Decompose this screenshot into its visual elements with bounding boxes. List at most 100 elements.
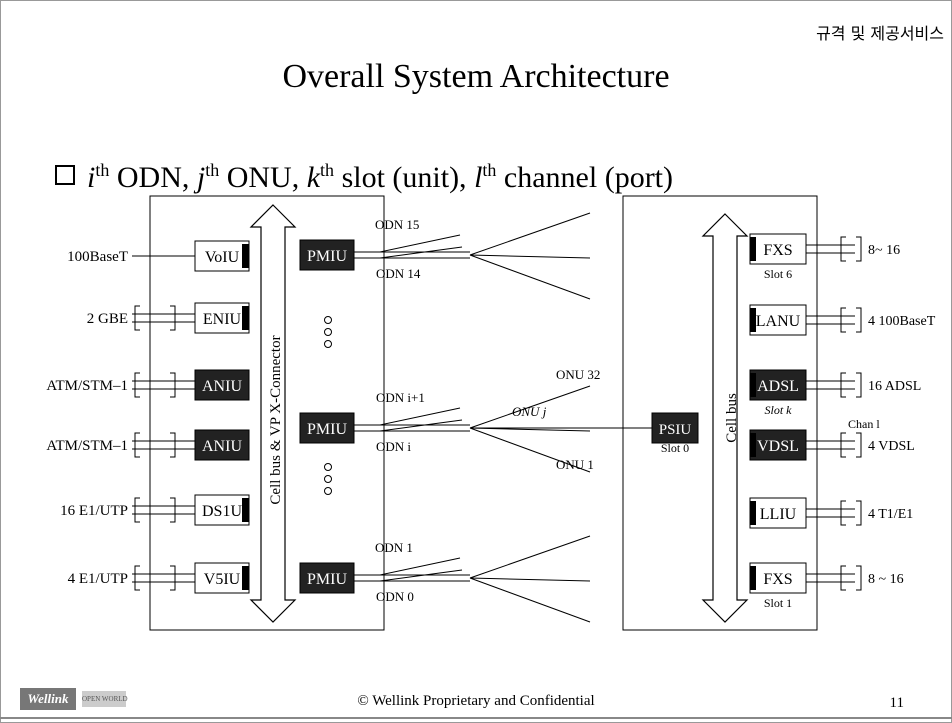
onu-unit-5-accent: [750, 566, 756, 590]
olt-unit-5-label: V5IU: [204, 571, 241, 588]
bullet-box-icon: [55, 165, 75, 185]
olt-unit-5-ext-label: 4 E1/UTP: [68, 571, 128, 587]
onu-unit-0-bracket-l: [840, 236, 846, 262]
olt-bus-label: Cell bus & VP X-Connector: [268, 335, 284, 504]
olt-dots-1-0: [324, 463, 332, 471]
olt-unit-2-label: ANIU: [202, 378, 242, 395]
footer-copyright: © Wellink Proprietary and Confidential: [357, 693, 595, 709]
pmiu-1-box: [299, 412, 355, 444]
pmiu-2-branch-a: [379, 557, 461, 576]
onu-unit-0-bracket-r: [856, 236, 862, 262]
olt-unit-3-bracket-r: [170, 432, 176, 458]
olt-unit-2-bracket-r: [170, 372, 176, 398]
olt-unit-3-label: ANIU: [202, 438, 242, 455]
olt-unit-3-bracket-l: [134, 432, 140, 458]
onu-unit-3-ext-label: 4 VDSL: [868, 439, 915, 454]
onu-unit-2-slot-label: Slot k: [765, 403, 793, 417]
pmiu-1-odn-bottom-label: ODN i: [376, 439, 411, 454]
onu-unit-2-bracket-l: [840, 372, 846, 398]
onu-unit-1-bracket-r: [856, 307, 862, 333]
olt-unit-2-bracket-l: [134, 372, 140, 398]
pmiu-2-box: [299, 562, 355, 594]
olt-unit-1-ext-label: 2 GBE: [87, 311, 128, 327]
pmiu-1-branch-b: [379, 419, 463, 432]
onu-unit-2-accent: [750, 373, 756, 397]
olt-bus-arrow: [249, 204, 297, 623]
onu-unit-4-bracket-l: [840, 500, 846, 526]
onu-unit-2-bracket-r: [856, 372, 862, 398]
pmiu-1-odn-top-label: ODN i+1: [376, 390, 425, 405]
pmiu-0-fan-mid: [469, 254, 591, 259]
pmiu-0-odn-top-label: ODN 15: [375, 217, 419, 232]
onu-unit-1-ext-label: 4 100BaseT: [868, 314, 936, 329]
onu-unit-1-accent: [750, 308, 756, 332]
olt-unit-4-box: [194, 494, 250, 526]
onu-unit-5-label: FXS: [763, 571, 792, 588]
olt-unit-0-box: [194, 240, 250, 272]
olt-unit-2-box: [194, 369, 250, 401]
onu-top-label: ONU 32: [556, 367, 600, 382]
logo-mark: Wellink: [20, 688, 76, 710]
chan-label: Chan l: [848, 417, 880, 431]
section-label: 규격 및 제공서비스: [816, 24, 944, 43]
onu-unit-2-ext-label: 16 ADSL: [868, 379, 921, 394]
olt-unit-1-bracket-r: [170, 305, 176, 331]
olt-unit-0-label: VoIU: [205, 249, 240, 266]
pmiu-1-fan-up: [469, 385, 591, 429]
onu-unit-5-ext-label: 8 ~ 16: [868, 572, 904, 587]
pmiu-2-fan-mid: [469, 577, 591, 582]
psiu-slot-label: Slot 0: [661, 441, 689, 455]
olt-unit-4-label: DS1U: [202, 503, 242, 520]
logo-subtext: OPEN WORLD: [82, 691, 128, 707]
onu-unit-3-bracket-r: [856, 432, 862, 458]
onu-bottom-label: ONU 1: [556, 457, 594, 472]
olt-unit-5-accent: [242, 566, 249, 590]
olt-unit-1-box: [194, 302, 250, 334]
pmiu-2-label: PMIU: [307, 571, 347, 588]
olt-unit-4-bracket-l: [134, 497, 140, 523]
onu-unit-1-label: LANU: [756, 313, 801, 330]
olt-dots-0-0: [324, 316, 332, 324]
olt-unit-1-accent: [242, 306, 249, 330]
onu-unit-4-accent: [750, 501, 756, 525]
onu-unit-3-box: [749, 429, 807, 461]
olt-unit-5-bracket-l: [134, 565, 140, 591]
olt-unit-5-bracket-r: [170, 565, 176, 591]
pmiu-2-odn-bottom-label: ODN 0: [376, 589, 414, 604]
pmiu-0-branch-a: [379, 234, 461, 253]
onu-unit-4-bracket-r: [856, 500, 862, 526]
olt-unit-3-box: [194, 429, 250, 461]
onu-unit-2-label: ADSL: [757, 378, 799, 395]
olt-dots-0-1: [324, 328, 332, 336]
pmiu-0-branch-b: [379, 246, 463, 259]
pmiu-2-fan-up: [469, 535, 591, 579]
onu-unit-4-ext-label: 4 T1/E1: [868, 507, 913, 522]
onu-unit-0-label: FXS: [763, 242, 792, 259]
pmiu-0-fan-down: [469, 254, 591, 300]
olt-unit-0-accent: [242, 244, 249, 268]
pmiu-1-fan-down: [469, 427, 591, 473]
onu-unit-5-slot-label: Slot 1: [764, 596, 792, 610]
olt-unit-1-bracket-l: [134, 305, 140, 331]
pmiu-0-odn-bottom-label: ODN 14: [376, 266, 421, 281]
olt-unit-1-label: ENIU: [203, 311, 242, 328]
onu-bus-label: Cell bus: [724, 393, 740, 443]
onu-bus-arrow: [701, 213, 749, 623]
olt-dots-0-2: [324, 340, 332, 348]
olt-unit-2-ext-label: ATM/STM–1: [46, 378, 128, 394]
pmiu-2-odn-top-label: ODN 1: [375, 540, 413, 555]
pmiu-1-branch-a: [379, 407, 461, 426]
onu-unit-3-bracket-l: [840, 432, 846, 458]
olt-dots-1-2: [324, 487, 332, 495]
olt-unit-4-accent: [242, 498, 249, 522]
onu-unit-0-slot-label: Slot 6: [764, 267, 792, 281]
onu-mid-label: ONU j: [512, 404, 547, 419]
onu-unit-4-box: [749, 497, 807, 529]
onu-unit-0-ext-label: 8~ 16: [868, 243, 900, 258]
bullet-text: ith ODN, jth ONU, kth slot (unit), lth c…: [87, 160, 674, 194]
pmiu-0-box: [299, 239, 355, 271]
onu-unit-5-bracket-l: [840, 565, 846, 591]
pmiu-1-label: PMIU: [307, 421, 347, 438]
